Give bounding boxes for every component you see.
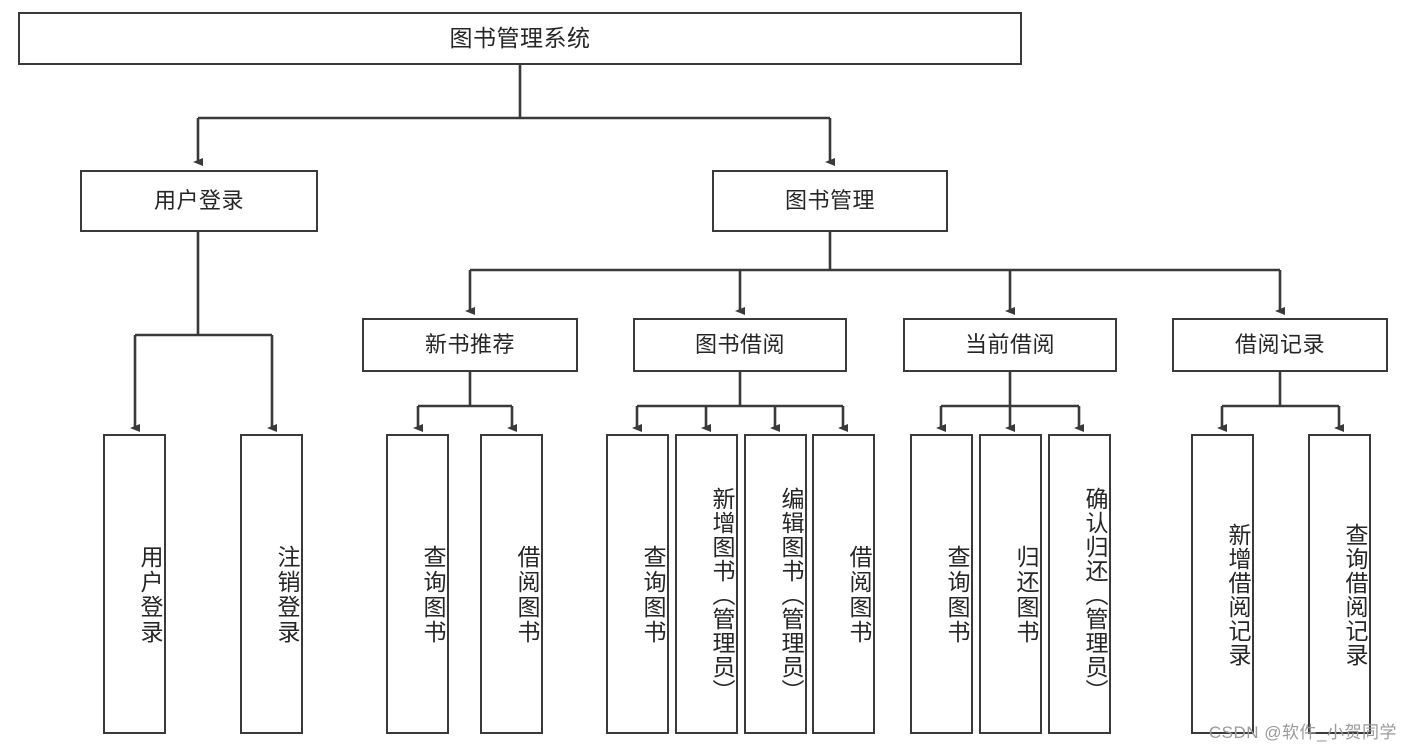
- node-label: 图书管理: [784, 187, 875, 213]
- leaf-label: 查询图书: [944, 545, 970, 645]
- leaf-user-login[interactable]: 用户登录: [103, 434, 166, 734]
- node-borrow-record[interactable]: 借阅记录: [1172, 318, 1388, 372]
- leaf-label: 编辑图书（管理员）: [778, 487, 804, 703]
- node-book-borrow[interactable]: 图书借阅: [633, 318, 847, 372]
- leaf-label: 借阅图书: [846, 545, 872, 645]
- node-label: 图书管理系统: [449, 24, 591, 51]
- leaf-logout[interactable]: 注销登录: [240, 434, 303, 734]
- node-label: 新书推荐: [424, 331, 515, 357]
- leaf-label: 确认归还（管理员）: [1082, 487, 1108, 703]
- node-new-book-recommend[interactable]: 新书推荐: [362, 318, 578, 372]
- leaf-label: 查询图书: [420, 545, 446, 645]
- leaf-return-book[interactable]: 归还图书: [979, 434, 1042, 734]
- node-label: 借阅记录: [1234, 331, 1325, 357]
- leaf-label: 借阅图书: [514, 545, 540, 645]
- node-label: 当前借阅: [964, 331, 1055, 357]
- leaf-borrow-book[interactable]: 借阅图书: [812, 434, 875, 734]
- node-book-management[interactable]: 图书管理: [712, 170, 948, 232]
- leaf-borrow-book-recommend[interactable]: 借阅图书: [480, 434, 543, 734]
- leaf-label: 注销登录: [274, 545, 300, 645]
- node-label: 用户登录: [153, 187, 244, 213]
- leaf-add-book-admin[interactable]: 新增图书（管理员）: [675, 434, 738, 734]
- leaf-label: 归还图书: [1013, 545, 1039, 645]
- leaf-query-book-borrow[interactable]: 查询图书: [606, 434, 669, 734]
- leaf-query-book-current[interactable]: 查询图书: [910, 434, 973, 734]
- node-label: 图书借阅: [694, 331, 785, 357]
- node-user-login[interactable]: 用户登录: [80, 170, 318, 232]
- node-current-borrow[interactable]: 当前借阅: [903, 318, 1117, 372]
- leaf-label: 查询借阅记录: [1342, 523, 1368, 667]
- watermark: CSDN @软件_小贺同学: [1208, 723, 1397, 742]
- leaf-add-borrow-record[interactable]: 新增借阅记录: [1191, 434, 1254, 734]
- leaf-label: 查询图书: [640, 545, 666, 645]
- leaf-query-book-recommend[interactable]: 查询图书: [386, 434, 449, 734]
- leaf-query-borrow-record[interactable]: 查询借阅记录: [1308, 434, 1371, 734]
- leaf-label: 新增图书（管理员）: [709, 487, 735, 703]
- leaf-label: 新增借阅记录: [1225, 523, 1251, 667]
- leaf-confirm-return-admin[interactable]: 确认归还（管理员）: [1048, 434, 1111, 734]
- leaf-label: 用户登录: [137, 545, 163, 645]
- leaf-edit-book-admin[interactable]: 编辑图书（管理员）: [744, 434, 807, 734]
- node-root-system[interactable]: 图书管理系统: [18, 12, 1022, 65]
